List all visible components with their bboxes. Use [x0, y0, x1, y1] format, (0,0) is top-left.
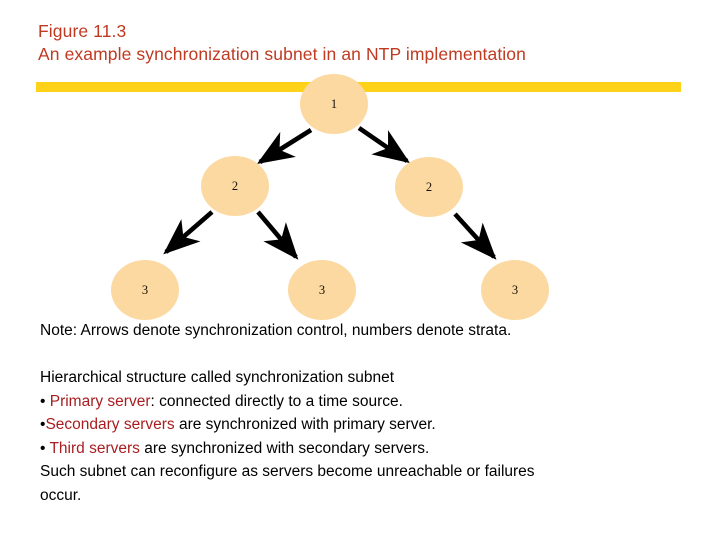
arrow-node1-to-node2-right [357, 126, 411, 164]
node-label: 1 [330, 96, 338, 111]
primary-server-highlight: Primary server [49, 392, 151, 410]
body-line-3-rest: are synchronized with primary server. [174, 416, 436, 433]
body-line-1: Hierarchical structure called synchroniz… [40, 369, 395, 386]
bullet-marker: • [40, 439, 50, 457]
title-line-1: Figure 11.3 [38, 21, 127, 41]
node-label: 2 [231, 178, 239, 193]
page-title: Figure 11.3 An example synchronization s… [38, 20, 698, 66]
node-label: 3 [511, 282, 519, 297]
arrow-node2right-to-node3-right [453, 212, 497, 260]
body-line-4-rest: are synchronized with secondary servers. [139, 439, 430, 457]
body-line-6: occur. [40, 486, 82, 504]
node-stratum-2-left[interactable]: 2 [201, 156, 269, 216]
synchronization-subnet-diagram: 1 2 2 3 3 3 [111, 74, 549, 320]
arrow-node2left-to-node3-left [163, 210, 214, 255]
third-servers-highlight: Third servers [49, 439, 140, 457]
secondary-servers-highlight: Secondary servers [45, 416, 175, 433]
node-stratum-3-right[interactable]: 3 [481, 260, 549, 320]
title-line-2: An example synchronization subnet in an … [38, 44, 526, 64]
body-line-2-rest: : connected directly to a time source. [150, 392, 403, 410]
node-label: 3 [141, 282, 149, 297]
bullet-marker: • [40, 392, 50, 410]
diagram-note: Note: Arrows denote synchronization cont… [40, 322, 512, 339]
node-stratum-2-right[interactable]: 2 [395, 157, 463, 217]
node-stratum-3-mid[interactable]: 3 [288, 260, 356, 320]
arrow-layer [163, 126, 497, 260]
body-text: Hierarchical structure called synchroniz… [40, 366, 700, 507]
body-line-4: • Third servers are synchronized with se… [40, 437, 700, 461]
node-stratum-1[interactable]: 1 [300, 74, 368, 134]
arrow-node2left-to-node3-mid [256, 210, 299, 260]
node-label: 2 [425, 179, 433, 194]
node-label: 3 [318, 282, 326, 297]
body-line-2: • Primary server: connected directly to … [40, 390, 700, 414]
body-line-5: Such subnet can reconfigure as servers b… [40, 463, 535, 480]
node-stratum-3-left[interactable]: 3 [111, 260, 179, 320]
body-line-3: •Secondary servers are synchronized with… [40, 413, 700, 437]
arrow-node1-to-node2-left [256, 128, 313, 164]
bullet-marker: • [40, 416, 46, 433]
